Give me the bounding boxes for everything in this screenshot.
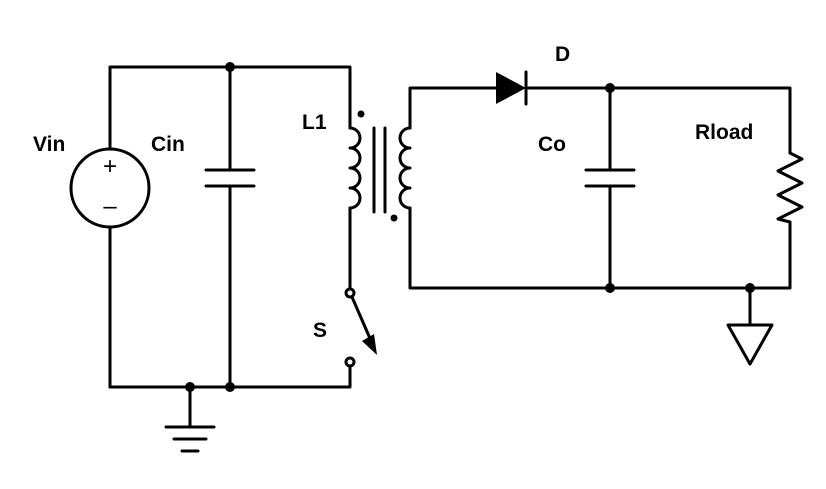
- secondary-winding-symbol: [398, 106, 412, 214]
- secondary-ground-symbol: [726, 286, 774, 366]
- output-capacitor-symbol: [584, 168, 636, 188]
- source-minus-sign: –: [103, 193, 117, 220]
- diode-triangle: [496, 72, 526, 104]
- voltage-source-symbol: [69, 147, 151, 229]
- source-label: Vin: [33, 133, 65, 156]
- junction-dot: [605, 283, 615, 293]
- junction-dot: [185, 382, 195, 392]
- source-plus-sign: +: [103, 153, 117, 180]
- switch-arrowhead: [362, 334, 377, 355]
- diode-label: D: [555, 43, 570, 66]
- polarity-dot-secondary: [390, 214, 398, 222]
- load-resistor-symbol: [776, 151, 804, 224]
- junction-dot: [225, 382, 235, 392]
- secondary-wires: [408, 86, 792, 290]
- primary-winding-symbol: [348, 106, 362, 214]
- input-capacitor-label: Cin: [151, 133, 185, 156]
- junction-dot: [605, 83, 615, 93]
- polarity-dot-primary: [357, 110, 365, 118]
- primary-ground-symbol: [164, 385, 216, 453]
- load-resistor-label: Rload: [695, 121, 753, 144]
- output-capacitor-label: Co: [538, 133, 566, 156]
- junction-dot: [225, 62, 235, 72]
- switch-label: S: [313, 319, 327, 342]
- switch-symbol: [344, 287, 374, 368]
- primary-winding-label: L1: [302, 111, 327, 134]
- input-capacitor-symbol: [204, 168, 256, 188]
- transformer-core: [372, 126, 387, 214]
- junction-dot: [745, 283, 755, 293]
